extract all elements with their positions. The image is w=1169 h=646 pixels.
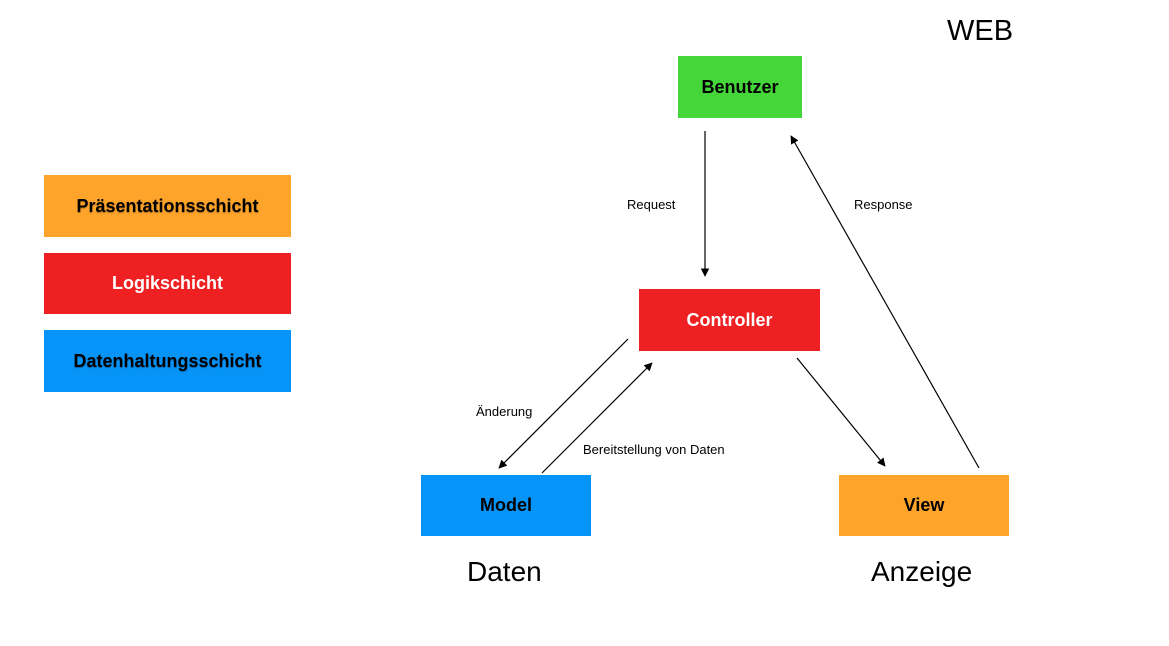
change-label: Änderung (476, 404, 533, 419)
provide-arrow (541, 362, 653, 474)
request-label: Request (627, 197, 676, 212)
legend-data-layer: Datenhaltungsschicht (44, 330, 291, 392)
legend-presentation-layer: Präsentationsschicht (44, 175, 291, 237)
page-title: WEB (947, 15, 1014, 47)
update-view-arrow (796, 357, 886, 467)
legend-logic-layer: Logikschicht (44, 253, 291, 314)
view-caption: Anzeige (871, 556, 973, 587)
model-node: Model (421, 475, 591, 536)
user-node: Benutzer (678, 56, 802, 118)
change-arrow (498, 338, 629, 469)
controller-node: Controller (639, 289, 820, 351)
provide-data-label: Bereitstellung von Daten (583, 442, 725, 457)
view-node: View (839, 475, 1009, 536)
response-label: Response (854, 197, 913, 212)
model-caption: Daten (467, 556, 542, 587)
response-arrow (790, 135, 980, 469)
